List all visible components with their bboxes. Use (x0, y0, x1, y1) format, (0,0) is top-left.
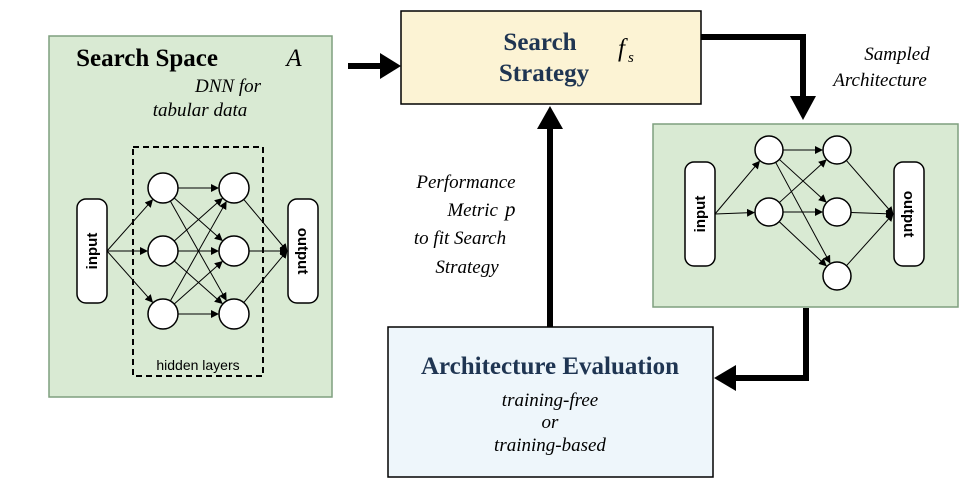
input-box-right (684, 161, 716, 267)
evaluation-title: Architecture Evaluation (421, 353, 679, 380)
neuron (218, 235, 250, 267)
search-space-subtitle-1: DNN for (194, 76, 262, 97)
edge (714, 208, 756, 217)
neuron (218, 172, 250, 204)
input-box-left (76, 198, 108, 304)
edge (106, 250, 154, 303)
search-strategy-line1: Search (503, 29, 576, 56)
architecture-evaluation-box (387, 326, 714, 478)
hidden-layers-label: hidden layers (156, 357, 239, 373)
metric-line2: Metric (446, 200, 498, 221)
search-strategy-symbol: f (618, 35, 628, 62)
metric-symbol: p (503, 197, 516, 221)
evaluation-line3: training-based (494, 435, 606, 456)
neuron (754, 135, 784, 165)
input-label-left: input (84, 233, 101, 270)
output-box-right (893, 161, 925, 267)
evaluation-line1: training-free (502, 390, 598, 411)
edge (173, 197, 223, 242)
input-label-right: input (692, 196, 709, 233)
search-strategy-line2: Strategy (499, 60, 590, 87)
search-space-symbol: A (284, 45, 302, 72)
evaluation-line2: or (542, 412, 560, 433)
metric-line3: to fit Search (414, 228, 506, 249)
search-space-subtitle-2: tabular data (153, 100, 247, 121)
neuron (822, 261, 852, 291)
neuron (147, 235, 179, 267)
edge (173, 260, 223, 305)
output-label-right: output (900, 191, 917, 238)
search-space-title: Search Space (76, 45, 218, 72)
sampled-label-2: Architecture (831, 70, 927, 91)
metric-line4: Strategy (435, 257, 499, 278)
output-box-left (287, 198, 319, 304)
metric-line1: Performance (415, 172, 515, 193)
edge (779, 159, 827, 203)
edge (243, 250, 288, 303)
edge (845, 160, 894, 215)
arrow-search-space-to-strategy (348, 53, 401, 79)
search-strategy-symbol-sub: s (628, 50, 634, 66)
neuron (822, 197, 852, 227)
neuron (147, 172, 179, 204)
neuron (822, 135, 852, 165)
edge (775, 162, 831, 264)
neuron (218, 298, 250, 330)
sampled-label-1: Sampled (864, 44, 930, 65)
arrow-sampled-to-evaluation (714, 308, 809, 391)
hidden-layers-box (132, 146, 264, 377)
arrow-strategy-to-sampled (701, 34, 816, 120)
edge (846, 213, 894, 267)
edge (106, 199, 154, 252)
neuron (754, 197, 784, 227)
neuron (147, 298, 179, 330)
edge (714, 160, 760, 215)
edge (169, 201, 227, 302)
output-label-left: output (294, 228, 311, 275)
arrow-evaluation-to-strategy (537, 106, 563, 327)
edge (778, 221, 827, 267)
search-strategy-box (400, 10, 702, 105)
edge (243, 199, 288, 252)
